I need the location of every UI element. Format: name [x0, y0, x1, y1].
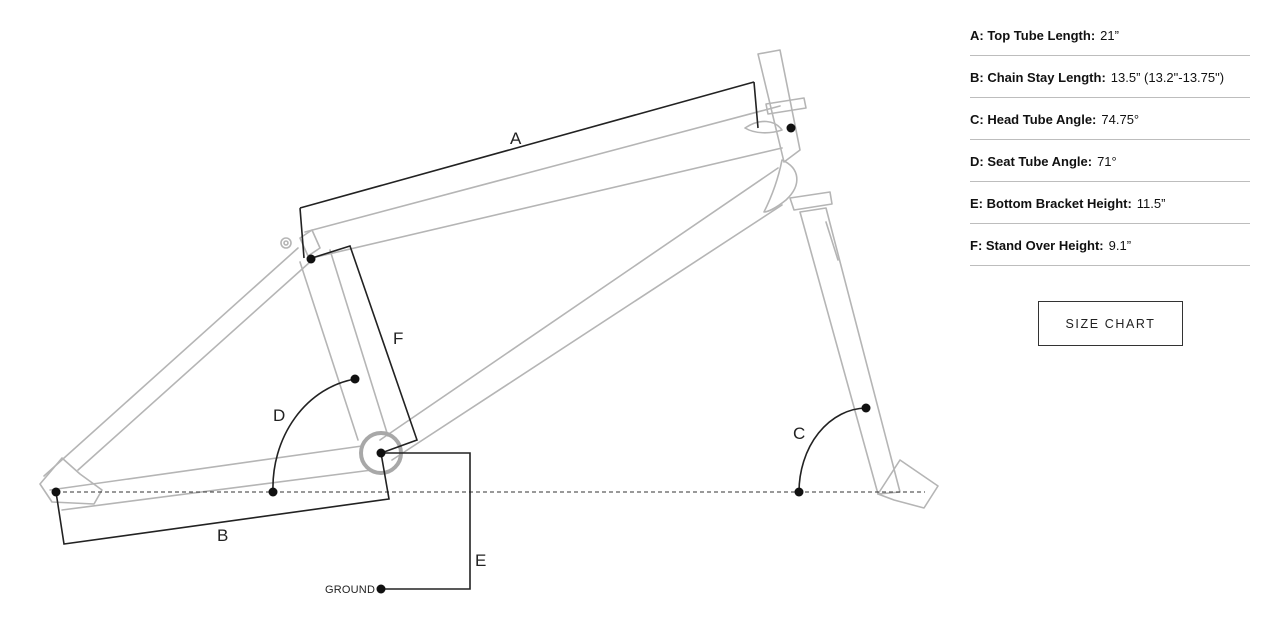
spec-value: 21”	[1100, 28, 1119, 43]
spec-row-stand-over-height: F: Stand Over Height: 9.1”	[970, 224, 1250, 266]
dimension-labels: A B C D E F GROUND	[217, 129, 805, 596]
label-f: F	[393, 329, 403, 348]
spec-row-bottom-bracket-height: E: Bottom Bracket Height: 11.5”	[970, 182, 1250, 224]
label-d: D	[273, 406, 285, 425]
spec-value: 13.5” (13.2"-13.75")	[1110, 70, 1225, 85]
dim-bottom-bracket-height	[381, 452, 471, 590]
label-b: B	[217, 526, 228, 545]
label-e: E	[475, 551, 486, 570]
dimension-lines	[55, 81, 867, 590]
spec-key: A: Top Tube Length:	[970, 28, 1096, 43]
label-a: A	[510, 129, 522, 148]
dim-chain-stay-length	[55, 452, 390, 545]
arc-head-tube-angle	[798, 407, 867, 493]
spec-key: D: Seat Tube Angle:	[970, 154, 1093, 169]
spec-key: E: Bottom Bracket Height:	[970, 196, 1132, 211]
spec-key: B: Chain Stay Length:	[970, 70, 1106, 85]
label-ground: GROUND	[325, 584, 375, 596]
spec-key: F: Stand Over Height:	[970, 238, 1104, 253]
spec-row-top-tube-length: A: Top Tube Length: 21”	[970, 14, 1250, 56]
geometry-spec-list: A: Top Tube Length: 21” B: Chain Stay Le…	[970, 14, 1250, 266]
arc-seat-tube-angle	[272, 378, 356, 493]
spec-value: 11.5”	[1136, 196, 1166, 211]
dim-top-tube-length	[299, 81, 759, 259]
spec-value: 74.75°	[1101, 112, 1140, 127]
dim-stand-over-height	[311, 245, 419, 453]
spec-value: 9.1”	[1108, 238, 1132, 253]
label-c: C	[793, 424, 805, 443]
spec-row-head-tube-angle: C: Head Tube Angle: 74.75°	[970, 98, 1250, 140]
spec-row-chain-stay-length: B: Chain Stay Length: 13.5” (13.2"-13.75…	[970, 56, 1250, 98]
spec-value: 71°	[1097, 154, 1117, 169]
spec-row-seat-tube-angle: D: Seat Tube Angle: 71°	[970, 140, 1250, 182]
spec-key: C: Head Tube Angle:	[970, 112, 1097, 127]
bike-frame-geometry-diagram: A B C D E F GROUND	[39, 49, 939, 596]
dimension-nodes	[51, 123, 871, 594]
size-chart-button[interactable]: SIZE CHART	[1038, 301, 1183, 346]
